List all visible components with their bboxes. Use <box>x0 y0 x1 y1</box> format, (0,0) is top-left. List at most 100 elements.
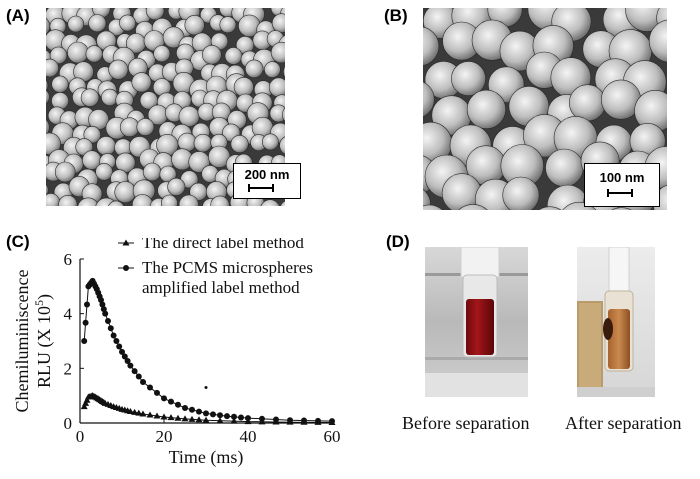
microsphere <box>153 45 171 63</box>
microsphere <box>219 16 237 34</box>
microsphere <box>210 195 230 206</box>
legend-marker-triangle <box>122 239 130 246</box>
data-point-interp <box>230 417 238 424</box>
microsphere <box>202 44 222 65</box>
data-point-interp <box>131 368 138 375</box>
x-tick-label: 40 <box>240 427 257 446</box>
data-point-interp <box>116 343 123 350</box>
data-point-circle <box>203 410 209 417</box>
data-point-interp <box>105 317 111 324</box>
sem-micrograph-a <box>46 8 285 206</box>
microsphere <box>269 104 285 123</box>
data-point-interp <box>121 353 128 360</box>
microsphere <box>261 133 279 151</box>
data-point-triangle <box>126 408 134 415</box>
data-point-interp <box>146 411 154 418</box>
data-point-interp <box>195 416 203 423</box>
y-tick-label: 2 <box>64 359 73 378</box>
x-tick-label: 20 <box>156 427 173 446</box>
data-point-circle <box>89 277 96 284</box>
data-point-circle <box>93 286 100 293</box>
y-tick-label: 0 <box>64 414 73 433</box>
data-point-interp <box>99 301 106 308</box>
microsphere <box>46 183 49 197</box>
microsphere <box>423 26 440 66</box>
microsphere <box>54 161 76 183</box>
microsphere <box>167 177 186 196</box>
caption-before-separation: Before separation <box>402 413 530 433</box>
y-axis-label-line2: RLU (X 105) <box>32 294 55 388</box>
data-point-triangle <box>244 418 252 425</box>
y-tick-label: 6 <box>64 250 73 269</box>
microsphere <box>58 195 78 206</box>
microsphere <box>545 148 584 188</box>
scale-label-b: 100 nm <box>599 170 645 185</box>
data-point-circle <box>119 348 125 355</box>
microsphere <box>131 72 152 93</box>
data-point-interp <box>238 414 244 421</box>
microsphere <box>108 200 125 206</box>
scale-bar-a <box>248 184 274 192</box>
x-axis-label: Time (ms) <box>169 447 244 468</box>
microsphere <box>46 58 59 78</box>
data-point-interp <box>135 409 143 416</box>
microsphere <box>279 136 285 155</box>
microsphere <box>178 105 200 127</box>
data-point-circle <box>81 338 88 344</box>
data-point-interp <box>83 396 91 403</box>
microsphere <box>538 206 562 210</box>
data-point-interp <box>100 306 107 313</box>
microsphere <box>224 47 243 65</box>
microsphere <box>161 194 178 206</box>
microsphere <box>49 46 68 65</box>
data-point-interp <box>196 408 202 415</box>
vial-before-illustration <box>425 247 528 397</box>
microsphere <box>77 197 99 206</box>
microsphere <box>280 200 285 206</box>
vial-after-illustration <box>577 247 655 397</box>
scale-bar-b <box>607 189 633 197</box>
data-point-interp <box>82 319 89 326</box>
data-point-interp <box>147 384 153 391</box>
data-point-circle <box>161 395 167 402</box>
scale-label-a: 200 nm <box>244 167 290 182</box>
data-point-interp <box>189 406 195 413</box>
data-point-triangle <box>97 397 105 404</box>
data-point-triangle <box>139 410 147 417</box>
data-point-triangle <box>118 405 126 412</box>
data-point-interp <box>231 413 237 420</box>
x-tick-label: 0 <box>76 427 85 446</box>
data-point-interp <box>217 412 223 419</box>
microsphere <box>46 119 50 136</box>
microsphere <box>85 45 103 63</box>
data-point-circle <box>329 418 335 425</box>
scale-box-b: 100 nm <box>584 163 660 207</box>
legend-entry-text: The direct label method <box>142 238 304 252</box>
data-point-interp <box>174 414 182 421</box>
data-point-interp <box>154 389 160 396</box>
microsphere <box>451 61 486 97</box>
microsphere <box>95 163 113 181</box>
data-point-interp <box>175 401 181 408</box>
photo-after-separation <box>577 247 655 397</box>
data-point-triangle <box>160 413 168 420</box>
sem-image-a <box>46 8 285 206</box>
microsphere <box>264 61 281 78</box>
microsphere <box>193 133 213 153</box>
microsphere <box>502 176 540 210</box>
data-point-circle <box>245 415 251 422</box>
microsphere <box>184 15 205 36</box>
y-tick-label: 4 <box>64 305 73 324</box>
microsphere <box>423 81 435 118</box>
data-point-triangle <box>101 399 109 406</box>
microsphere <box>178 194 199 206</box>
data-point-triangle <box>110 403 118 410</box>
data-point-interp <box>124 358 131 365</box>
microsphere <box>108 59 129 80</box>
microsphere <box>282 107 285 122</box>
caption-after-separation: After separation <box>565 413 682 433</box>
data-point-interp <box>168 398 174 405</box>
microsphere <box>233 77 254 98</box>
microsphere <box>46 79 49 92</box>
